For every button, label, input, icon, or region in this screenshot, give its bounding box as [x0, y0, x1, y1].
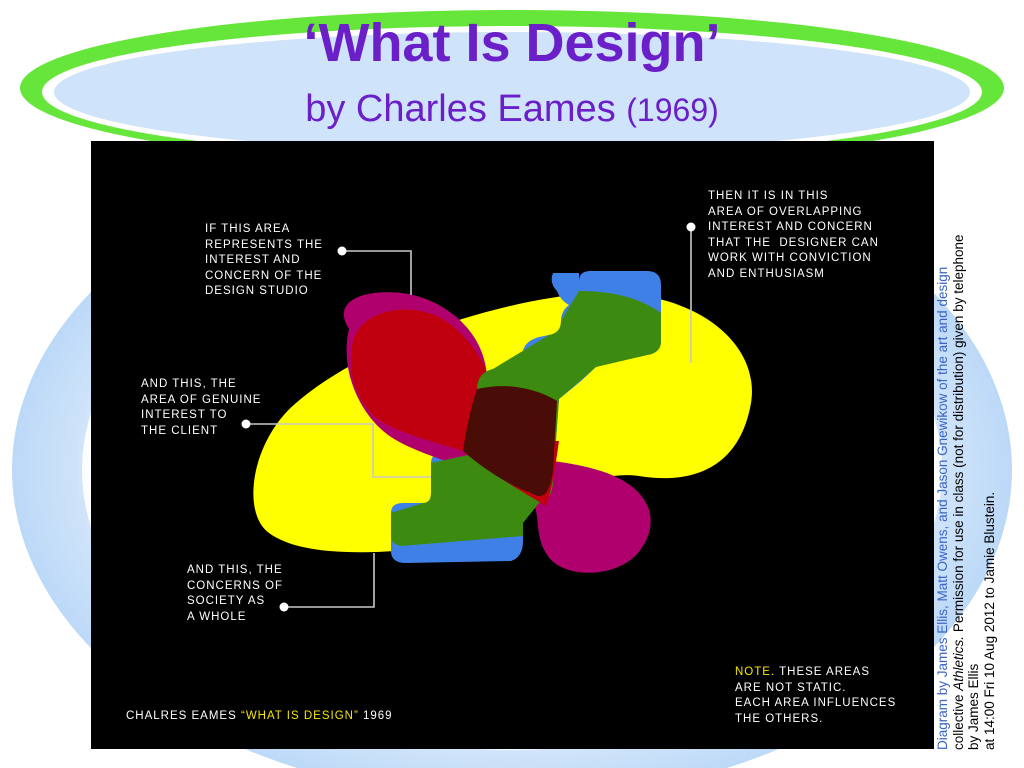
client-dot	[241, 419, 251, 429]
credit-line-2: collective Athletics. Permission for use…	[951, 150, 967, 750]
credit-athletics: Athletics.	[950, 635, 966, 691]
caption-author: CHALRES EAMES	[126, 710, 241, 722]
subtitle-year: (1969)	[626, 92, 719, 128]
connector-dots	[241, 222, 696, 612]
studio-client-overlap	[350, 309, 487, 451]
connector-lines	[246, 227, 692, 608]
studio-dot	[337, 246, 347, 256]
credit-line-2a: collective	[950, 690, 966, 750]
all-three-overlap	[463, 386, 557, 496]
overlap-dot	[686, 222, 696, 232]
title-blue-oval	[54, 32, 970, 152]
label-overlap: THEN IT IS IN THIS AREA OF OVERLAPPING I…	[708, 190, 879, 280]
diagram-caption: CHALRES EAMES “WHAT IS DESIGN” 1969	[126, 709, 393, 725]
diagram-panel: IF THIS AREA REPRESENTS THE INTEREST AND…	[91, 141, 934, 749]
note-keyword: NOTE.	[735, 666, 776, 678]
credit-line-1: Diagram by James Ellis, Matt Owens, and …	[935, 266, 950, 750]
subtitle-author: by Charles Eames	[305, 88, 616, 130]
note-box: NOTE. THESE AREAS ARE NOT STATIC. EACH A…	[735, 665, 896, 727]
slide-subtitle: by Charles Eames (1969)	[0, 86, 1024, 133]
label-client: AND THIS, THE AREA OF GENUINE INTEREST T…	[141, 378, 262, 437]
caption-year: 1969	[358, 710, 393, 722]
society-dot	[279, 602, 289, 612]
credit-line-4: at 14:00 Fri 10 Aug 2012 to Jamie Bluste…	[981, 491, 997, 750]
note-text: THESE AREAS ARE NOT STATIC. EACH AREA IN…	[735, 666, 897, 725]
label-society: AND THIS, THE CONCERNS OF SOCIETY AS A W…	[187, 564, 283, 623]
credit-text: Diagram by James Ellis, Matt Owens, and …	[935, 150, 1007, 750]
label-design-studio: IF THIS AREA REPRESENTS THE INTEREST AND…	[205, 223, 323, 297]
credit-line-3: by James Ellis	[966, 663, 981, 750]
caption-title: “WHAT IS DESIGN”	[240, 710, 359, 722]
venn-diagram	[241, 222, 752, 612]
credit-line-2b: Permission for use in class (not for dis…	[950, 234, 966, 636]
slide-title: ‘What Is Design’	[303, 13, 721, 73]
